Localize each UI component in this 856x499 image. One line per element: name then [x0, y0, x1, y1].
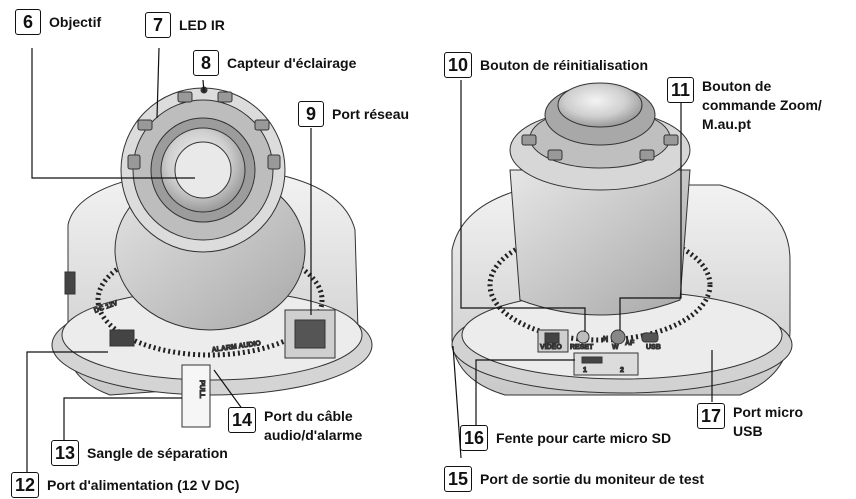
callout-label: Bouton de commande Zoom/ M.au.pt [702, 78, 822, 132]
callout-light-sensor: 8 Capteur d'éclairage [193, 50, 356, 76]
callout-label: Bouton de réinitialisation [480, 56, 649, 73]
callout-label: Port réseau [332, 105, 410, 122]
pull-tab-label: PULL [198, 380, 205, 399]
callout-separation-strap: 13 Sangle de séparation [51, 440, 228, 466]
callout-number: 13 [51, 440, 80, 466]
callout-objectif: 6 Objectif [15, 9, 101, 35]
callout-label: Port de sortie du moniteur de test [480, 470, 705, 487]
left-camera-front-view: PULL DC 12V ALARM AUDIO [51, 86, 373, 428]
callout-label: Sangle de séparation [87, 444, 228, 461]
callout-label: Capteur d'éclairage [227, 54, 357, 71]
reset-button-label: RESET [570, 344, 594, 351]
callout-label: Port d'alimentation (12 V DC) [47, 476, 240, 493]
callout-micro-sd-slot: 16 Fente pour carte micro SD [460, 425, 671, 451]
callout-micro-usb-port: 17 Port micro USB [697, 403, 823, 441]
callout-number: 17 [697, 403, 726, 429]
callout-label: Port du câble audio/d'alarme [264, 408, 363, 443]
usb-port-label: USB [646, 344, 661, 351]
callout-number: 8 [193, 50, 219, 76]
af-label: AF [625, 340, 635, 347]
callout-number: 12 [11, 472, 40, 498]
callout-number: 15 [444, 466, 473, 492]
callout-reset-button: 10 Bouton de réinitialisation [444, 52, 648, 78]
callout-test-monitor-port: 15 Port de sortie du moniteur de test [444, 466, 704, 492]
callout-power-port: 12 Port d'alimentation (12 V DC) [11, 472, 239, 498]
callout-label: Fente pour carte micro SD [496, 429, 672, 446]
sd-slot-1-label: 1 [583, 367, 587, 374]
callout-label: LED IR [179, 16, 225, 33]
callout-network-port: 9 Port réseau [298, 101, 409, 127]
callout-label: Port micro USB [733, 404, 804, 439]
callout-label: Objectif [49, 13, 102, 30]
callout-zoom-focus-button: 11 Bouton de commande Zoom/ M.au.pt [667, 77, 832, 134]
callout-led-ir: 7 LED IR [145, 12, 225, 38]
callout-number: 16 [460, 425, 489, 451]
leader-lines [26, 47, 713, 474]
callout-number: 11 [667, 77, 695, 103]
callout-number: 6 [15, 9, 41, 35]
video-port-label: VIDEO [540, 344, 562, 351]
callout-number: 14 [228, 407, 257, 433]
callout-number: 10 [444, 52, 473, 78]
w-label: W [612, 344, 619, 351]
n-label: N [603, 336, 608, 343]
right-camera-rear-view: VIDEO RESET USB N W AF 1 2 [451, 82, 793, 396]
callout-number: 9 [298, 101, 324, 127]
callout-number: 7 [145, 12, 171, 38]
callout-audio-alarm-port: 14 Port du câble audio/d'alarme [228, 407, 384, 445]
sd-slot-2-label: 2 [620, 367, 624, 374]
